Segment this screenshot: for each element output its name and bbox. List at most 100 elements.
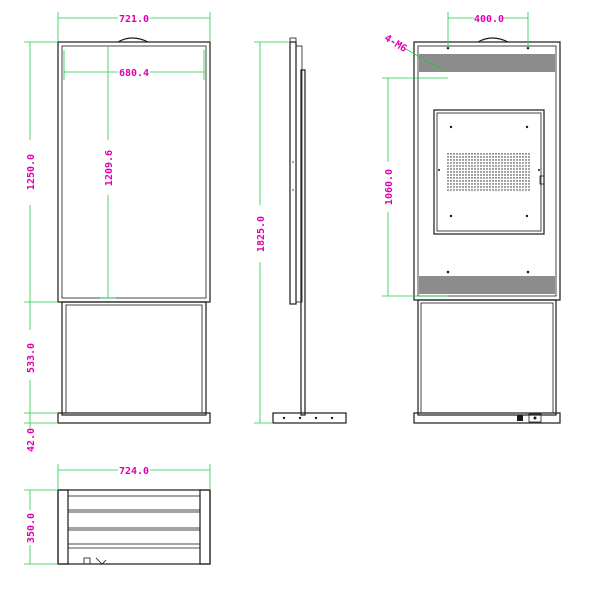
grille-hole — [450, 168, 452, 170]
grille-hole — [522, 156, 524, 158]
grille-hole — [513, 189, 515, 191]
grille-hole — [513, 183, 515, 185]
dim-label-front-screen-width: 680.4 — [119, 68, 149, 79]
front-pedestal-inner — [65, 304, 203, 414]
grille-hole — [447, 156, 449, 158]
grille-hole — [510, 186, 512, 188]
front-view: 721.0 680.4 1209.6 1250.0 533.0 — [24, 12, 211, 452]
grille-hole — [504, 156, 506, 158]
grille-hole — [522, 180, 524, 182]
grille-hole — [498, 156, 500, 158]
grille-hole — [525, 174, 527, 176]
grille-hole — [474, 159, 476, 161]
grille-hole — [480, 171, 482, 173]
dim-back-mount-height: 1060.0 — [382, 77, 448, 297]
grille-hole — [525, 162, 527, 164]
grille-hole — [495, 162, 497, 164]
grille-hole — [465, 180, 467, 182]
grille-hole — [453, 171, 455, 173]
grille-hole — [516, 168, 518, 170]
grille-hole — [504, 159, 506, 161]
grille-hole — [510, 177, 512, 179]
grille-hole — [507, 189, 509, 191]
grille-hole — [459, 156, 461, 158]
mount-hole — [446, 270, 450, 274]
grille-hole — [525, 156, 527, 158]
grille-hole — [468, 165, 470, 167]
grille-hole — [474, 165, 476, 167]
grille-hole — [498, 174, 500, 176]
grille-hole — [522, 183, 524, 185]
grille-hole — [519, 168, 521, 170]
grille-hole — [495, 180, 497, 182]
grille-hole — [528, 165, 530, 167]
grille-hole — [486, 168, 488, 170]
grille-hole — [516, 186, 518, 188]
grille-hole — [522, 165, 524, 167]
grille-hole — [528, 153, 530, 155]
grille-hole — [513, 174, 515, 176]
grille-hole — [489, 189, 491, 191]
front-base — [57, 412, 211, 424]
grille-hole — [486, 171, 488, 173]
grille-hole — [486, 180, 488, 182]
grille-hole — [489, 171, 491, 173]
grille-hole — [501, 171, 503, 173]
top-plug-icon — [95, 557, 107, 565]
grille-hole — [501, 156, 503, 158]
grille-hole — [450, 159, 452, 161]
grille-hole — [447, 168, 449, 170]
grille-hole — [447, 165, 449, 167]
dim-back-mount-spacing: 400.0 — [447, 12, 529, 48]
grille-hole — [486, 183, 488, 185]
grille-hole — [477, 159, 479, 161]
dim-front-screen-width: 680.4 — [63, 50, 205, 80]
grille-hole — [498, 189, 500, 191]
dim-front-screen-height-inner: 1209.6 — [100, 46, 116, 299]
grille-hole — [510, 159, 512, 161]
grille-hole — [525, 168, 527, 170]
grille-hole — [468, 189, 470, 191]
grille-hole — [462, 162, 464, 164]
grille-hole — [489, 156, 491, 158]
grille-hole — [522, 168, 524, 170]
grille-hole — [465, 168, 467, 170]
grille-hole — [471, 186, 473, 188]
grille-hole — [447, 186, 449, 188]
grille-hole — [510, 174, 512, 176]
grille-hole — [516, 156, 518, 158]
grille-hole — [474, 171, 476, 173]
grille-hole — [459, 189, 461, 191]
side-view: 1825.0 — [254, 37, 347, 424]
grille-hole — [453, 162, 455, 164]
dim-front-width: 721.0 — [57, 12, 211, 42]
grille-hole — [507, 162, 509, 164]
grille-hole — [471, 174, 473, 176]
grille-hole — [477, 174, 479, 176]
dim-label-front-screen-height-outer: 1250.0 — [26, 154, 37, 190]
grille-hole — [450, 189, 452, 191]
grille-hole — [516, 177, 518, 179]
grille-hole — [525, 183, 527, 185]
grille-hole — [462, 177, 464, 179]
grille-hole — [474, 156, 476, 158]
grille-hole — [465, 171, 467, 173]
grille-hole — [519, 183, 521, 185]
front-screen-inner-frame — [61, 45, 207, 299]
grille-hole — [513, 186, 515, 188]
grille-hole — [462, 183, 464, 185]
grille-hole — [492, 168, 494, 170]
grille-hole — [450, 165, 452, 167]
grille-hole — [480, 180, 482, 182]
grille-hole — [492, 183, 494, 185]
grille-hole — [501, 165, 503, 167]
power-socket-icon — [528, 413, 542, 423]
front-pedestal — [61, 301, 207, 416]
grille-hole — [528, 186, 530, 188]
side-screen-back — [295, 45, 303, 303]
grille-hole — [504, 162, 506, 164]
grille-hole — [495, 189, 497, 191]
grille-hole — [447, 177, 449, 179]
grille-hole — [483, 171, 485, 173]
grille-hole — [492, 159, 494, 161]
